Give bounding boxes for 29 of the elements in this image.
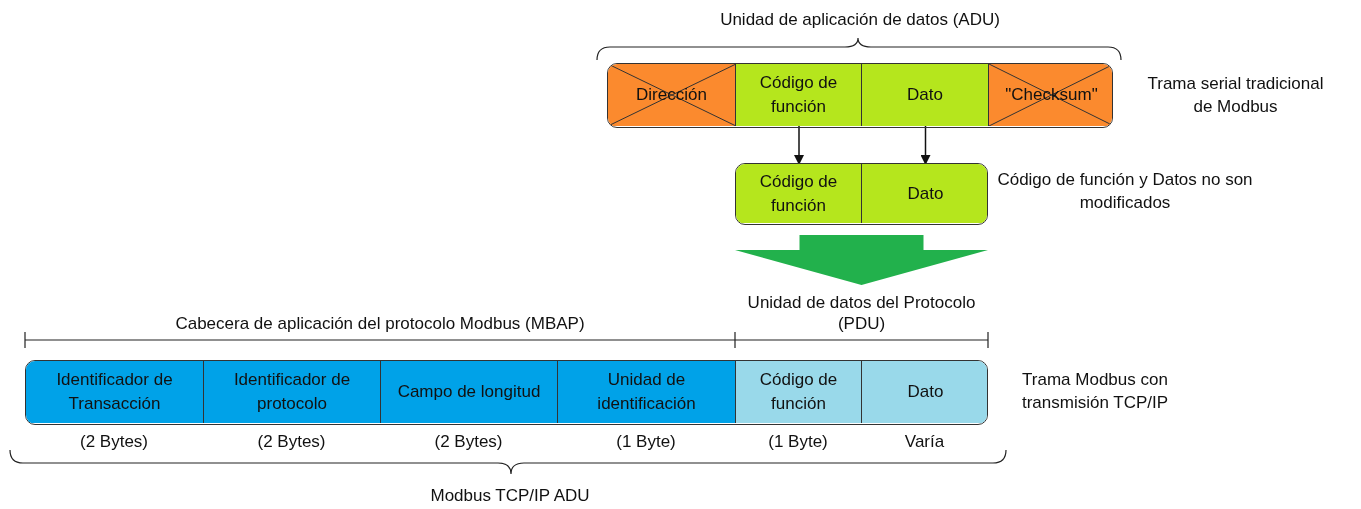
frame-caption: Trama Modbus con transmisión TCP/IP [1020,369,1170,414]
byte-size-label: (1 Byte) [615,431,677,453]
arrow [794,125,804,165]
field-cell: Unidad de identificación [558,361,736,423]
field-cell: Dato [862,64,989,126]
field-cell: Código de función [736,361,862,423]
frame-caption: Código de función y Datos no son modificados [996,169,1254,214]
field-cell: Dato [862,361,987,423]
arrow [920,125,931,165]
field-cell: Identificador de Transacción [26,361,204,423]
block-arrow [735,235,988,285]
frame-caption: Trama serial tradicional de Modbus [1146,73,1325,118]
field-cell: Identificador de protocolo [204,361,381,423]
frame-box [25,360,988,425]
field-cell: Código de función [736,64,862,126]
bracket-label: Unidad de datos del Protocolo (PDU) [746,292,977,334]
byte-size-label: (2 Bytes) [256,431,327,453]
field-cell: Campo de longitud [381,361,558,423]
field-cell: Código de función [736,164,862,223]
byte-size-label: (1 Byte) [767,431,829,453]
bracket-label: Modbus TCP/IP ADU [429,485,591,507]
bracket-label: Cabecera de aplicación del protocolo Modbus (MBAP) [174,313,586,335]
byte-size-label: Varía [903,431,946,453]
field-cell: Dato [862,164,987,223]
byte-size-label: (2 Bytes) [433,431,504,453]
bracket-label: Unidad de aplicación de datos (ADU) [719,9,1001,31]
frame-box [607,63,1113,128]
frame-box [735,163,988,225]
byte-size-label: (2 Bytes) [79,431,149,453]
